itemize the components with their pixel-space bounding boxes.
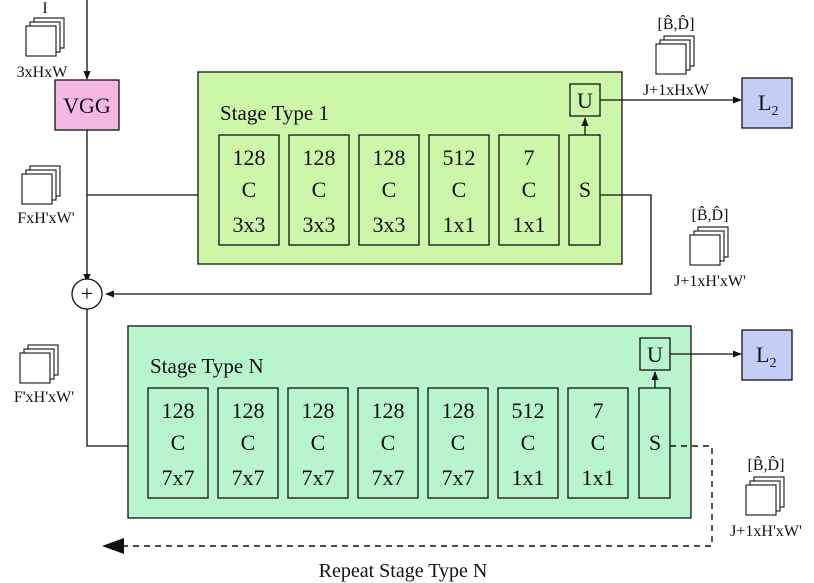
stage1-output-tensor-icon	[655, 35, 695, 75]
stageN-layer-box	[357, 387, 419, 499]
stageN-block	[127, 325, 692, 519]
stage1-layer-type: C	[382, 177, 397, 202]
stageN-layer-box	[567, 387, 629, 499]
stageN-layer-type: C	[521, 430, 536, 455]
stage1-side-tensor-icon	[689, 226, 729, 266]
stageN-title: Stage Type N	[150, 354, 264, 378]
stage1-layer-type: C	[312, 177, 327, 202]
input-shape-label: 3xHxW	[17, 64, 69, 81]
stageN-layer-box	[497, 387, 559, 499]
stage1-layer-channels: 512	[443, 145, 476, 170]
feature2-shape-label: F'xH'xW'	[14, 389, 74, 406]
stage1-layer-5: 7 C 1x1	[498, 134, 560, 246]
stageN-s-label: S	[649, 430, 661, 455]
stageN-layer-channels: 128	[302, 398, 335, 423]
stageN-layer-type: C	[381, 430, 396, 455]
stage1-layer-type: C	[522, 177, 537, 202]
stageN-layer-channels: 512	[512, 398, 545, 423]
vgg-label: VGG	[63, 93, 111, 118]
stage1-layer-type: C	[242, 177, 257, 202]
stage1-layer-kernel: 3x3	[373, 212, 406, 237]
stageN-layer-channels: 7	[593, 398, 604, 423]
stageN-u-label: U	[647, 342, 663, 367]
stageN-layer-4: 128 C 7x7	[357, 387, 419, 499]
stageN-layer-3: 128 C 7x7	[287, 387, 349, 499]
stageN-layer-kernel: 7x7	[372, 465, 405, 490]
loss-2-label: L2	[756, 342, 776, 371]
stageN-layer-channels: 128	[162, 398, 195, 423]
feature-tensor-icon	[21, 165, 61, 205]
stageN-side-shape: J+1xH'xW'	[730, 523, 802, 540]
stage1-block	[197, 71, 623, 265]
feature2-tensor-icon	[19, 344, 59, 384]
stageN-layer-type: C	[241, 430, 256, 455]
stage1-layer-type: C	[452, 177, 467, 202]
repeat-arrowhead	[102, 538, 124, 554]
stageN-layer-box	[217, 387, 279, 499]
stageN-layer-channels: 128	[442, 398, 475, 423]
stage1-layer-1: 128 C 3x3	[218, 134, 280, 246]
stage1-layer-box	[428, 134, 490, 246]
stageN-layer-5: 128 C 7x7	[427, 387, 489, 499]
loss-block-2	[741, 329, 793, 381]
stageN-side-label: [B̂,D̂]	[748, 455, 785, 474]
stageN-layer-kernel: 7x7	[162, 465, 195, 490]
stage1-layer-kernel: 3x3	[233, 212, 266, 237]
stage1-s-label: S	[579, 177, 591, 202]
stageN-layer-type: C	[171, 430, 186, 455]
stageN-layer-box	[287, 387, 349, 499]
input-symbol: I	[42, 0, 47, 17]
stageN-layer-channels: 128	[232, 398, 265, 423]
sum-symbol: +	[81, 281, 93, 306]
stageN-layer-kernel: 7x7	[442, 465, 475, 490]
stage1-output-shape: J+1xHxW	[643, 82, 710, 99]
stageN-layer-kernel: 7x7	[302, 465, 335, 490]
sum-to-stageN-arrow	[86, 309, 148, 450]
stage1-title: Stage Type 1	[220, 101, 329, 125]
stageN-layer-6: 512 C 1x1	[497, 387, 559, 499]
stageN-layer-kernel: 1x1	[512, 465, 545, 490]
stageN-layer-kernel: 1x1	[582, 465, 615, 490]
stage1-layer-channels: 7	[524, 145, 535, 170]
loss-block-1	[741, 77, 793, 129]
stage1-output-label: [B̂,D̂]	[658, 14, 695, 33]
stage1-feedback-arrow	[105, 194, 652, 298]
stageN-layer-7: 7 C 1x1	[567, 387, 629, 499]
stage1-layer-box	[358, 134, 420, 246]
stageN-layer-box	[147, 387, 209, 499]
stage1-layer-box	[288, 134, 350, 246]
stage1-side-shape: J+1xH'xW'	[674, 273, 746, 290]
stage1-u-label: U	[577, 88, 593, 113]
stageN-layer-type: C	[451, 430, 466, 455]
stageN-layer-1: 128 C 7x7	[147, 387, 209, 499]
stage1-layer-channels: 128	[233, 145, 266, 170]
stageN-side-tensor-icon	[745, 476, 785, 516]
stage1-layer-kernel: 1x1	[443, 212, 476, 237]
stageN-layer-kernel: 7x7	[232, 465, 265, 490]
stage1-layer-channels: 128	[373, 145, 406, 170]
stageN-layer-channels: 128	[372, 398, 405, 423]
stage1-layer-channels: 128	[303, 145, 336, 170]
repeat-caption: Repeat Stage Type N	[319, 560, 488, 582]
loss-1-label: L2	[758, 90, 778, 119]
feature-shape-label: FxH'xW'	[17, 210, 74, 227]
stage1-layers: 128 C 3x3 128 C 3x3 128 C 3x3 512 C 1x1 …	[218, 134, 560, 246]
stageN-layer-2: 128 C 7x7	[217, 387, 279, 499]
stageN-layer-box	[427, 387, 489, 499]
stage1-layer-kernel: 3x3	[303, 212, 336, 237]
stage1-side-label: [B̂,D̂]	[692, 205, 729, 224]
stageN-layers: 128 C 7x7 128 C 7x7 128 C 7x7 128 C 7x7 …	[147, 387, 629, 499]
stage1-layer-2: 128 C 3x3	[288, 134, 350, 246]
stage1-layer-kernel: 1x1	[513, 212, 546, 237]
stage1-layer-box	[498, 134, 560, 246]
stageN-layer-type: C	[311, 430, 326, 455]
repeat-loop-line	[116, 445, 713, 547]
stageN-layer-type: C	[591, 430, 606, 455]
stage1-layer-box	[218, 134, 280, 246]
input-tensor-icon	[25, 17, 65, 57]
stage1-layer-4: 512 C 1x1	[428, 134, 490, 246]
stage1-layer-3: 128 C 3x3	[358, 134, 420, 246]
